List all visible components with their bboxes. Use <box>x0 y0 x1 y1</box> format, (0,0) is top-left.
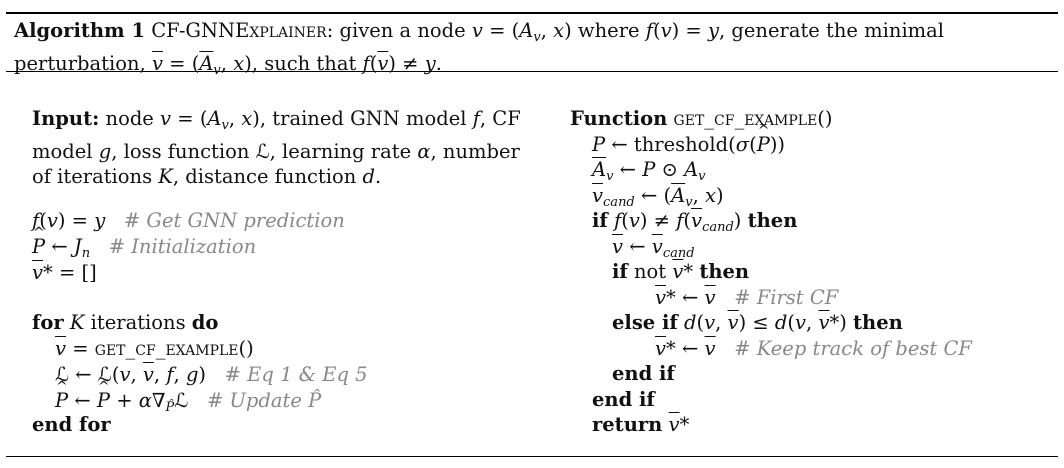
caption-rule <box>6 71 1058 72</box>
caption-text: : given a node v = (Av, x) where f(v) = … <box>14 19 945 78</box>
init-line-initialization: P ← Jn # Initialization <box>32 221 256 266</box>
fn-line-first-cf: v* ← v # First CF <box>655 286 839 309</box>
algorithm-caption: Algorithm 1 CF-GNNExplainer: given a nod… <box>14 18 1059 84</box>
function-header: Function get_cf_example() <box>570 107 833 130</box>
fn-line-candidate: vcand ← (Av, x) <box>592 184 724 210</box>
fn-line-else-if-closer: else if d(v, v) ≤ d(v, v*) then <box>612 311 903 334</box>
top-rule <box>6 12 1058 14</box>
fn-line-return: return v* <box>592 413 690 436</box>
input-label: Input: <box>32 107 100 130</box>
fn-line-end-if-outer: end if <box>592 388 655 411</box>
fn-line-if-changed: if f(v) ≠ f(vcand) then <box>592 209 798 235</box>
fn-line-best-cf: v* ← v # Keep track of best CF <box>655 337 972 360</box>
algorithm-label: Algorithm 1 <box>14 19 146 42</box>
fn-line-assign-candidate: v ← vcand <box>612 235 695 261</box>
algorithm-name: CF-GNNExplainer <box>151 19 327 42</box>
fn-line-adjacency: Av ← P ⊙ Av <box>592 158 706 184</box>
init-line-cf-list: v* = [] <box>32 261 97 284</box>
loop-end: end for <box>32 413 111 436</box>
loop-head: for K iterations do <box>32 311 219 334</box>
input-block: Input: node v = (Av, x), trained GNN mod… <box>32 107 521 188</box>
init-line-prediction: f(v) = y # Get GNN prediction <box>32 209 345 232</box>
bottom-rule <box>6 456 1058 457</box>
loop-line-get-example: v = get_cf_example() <box>55 337 254 360</box>
fn-line-end-if-inner: end if <box>612 362 675 385</box>
fn-line-if-first: if not v* then <box>612 260 750 283</box>
loop-line-update: P ← P + α∇P̂ℒ # Update P̂ <box>55 375 321 420</box>
fn-line-threshold: P ← threshold(σ(P)) <box>592 119 785 157</box>
